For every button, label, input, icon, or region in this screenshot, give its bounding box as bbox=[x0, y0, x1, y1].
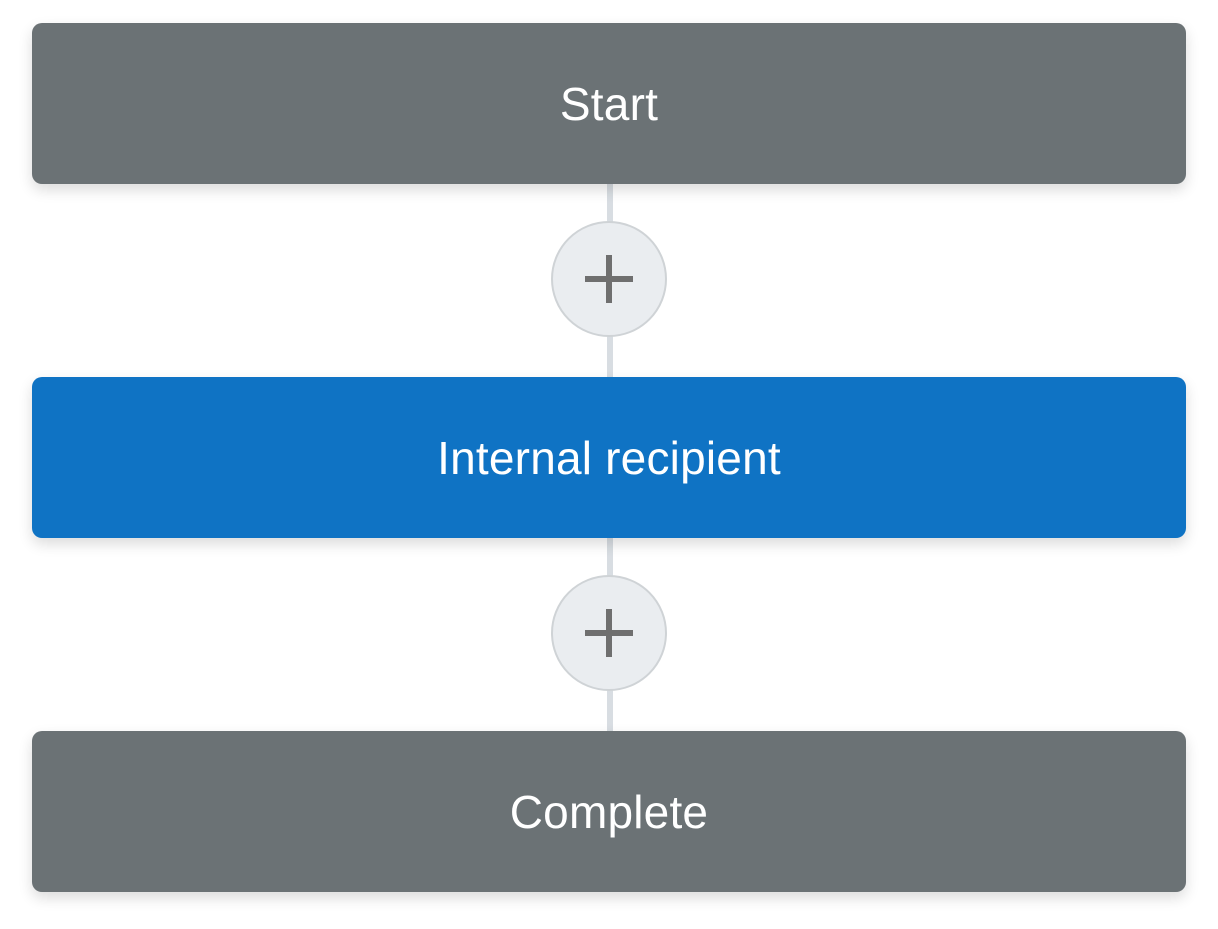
step-label: Internal recipient bbox=[437, 431, 781, 484]
plus-icon bbox=[583, 607, 635, 659]
step-internal-recipient[interactable]: Internal recipient bbox=[32, 377, 1186, 538]
connector-line bbox=[607, 184, 613, 224]
step-label: Start bbox=[559, 77, 659, 130]
step-complete[interactable]: Complete bbox=[32, 731, 1186, 892]
connector-line bbox=[607, 537, 613, 577]
plus-icon bbox=[583, 253, 635, 305]
step-label: Complete bbox=[509, 785, 709, 838]
add-step-button[interactable] bbox=[551, 221, 667, 337]
connector-line bbox=[607, 336, 613, 378]
connector-line bbox=[607, 690, 613, 732]
step-start[interactable]: Start bbox=[32, 23, 1186, 184]
add-step-button[interactable] bbox=[551, 575, 667, 691]
